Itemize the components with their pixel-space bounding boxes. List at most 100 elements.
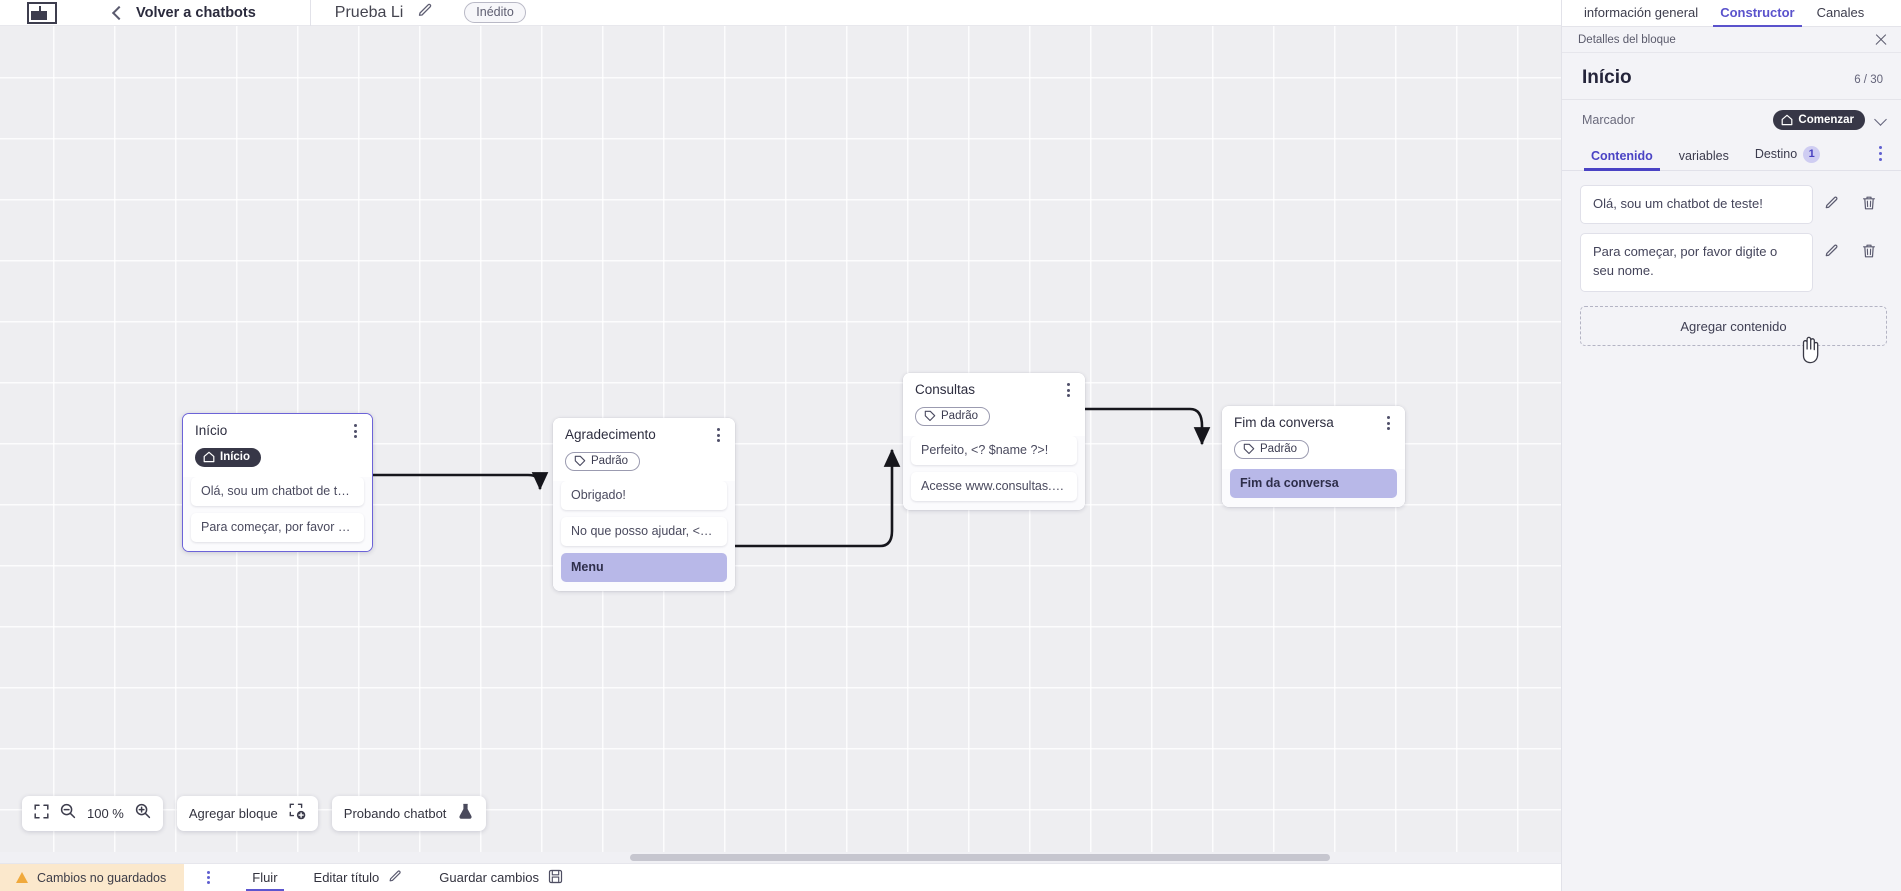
test-chatbot-label: Probando chatbot (343, 806, 447, 821)
add-content-label: Agregar contenido (1680, 318, 1787, 334)
tag-icon (1243, 444, 1255, 455)
flow-node-agradecimento[interactable]: Agradecimento Padrão Obrigado! No que po… (553, 418, 735, 592)
home-icon (203, 452, 215, 463)
fit-screen-icon[interactable] (34, 803, 49, 824)
node-tag-label: Padrão (591, 455, 629, 468)
chevron-left-icon[interactable] (110, 6, 124, 20)
close-icon[interactable] (1874, 33, 1888, 47)
node-menu-button[interactable] (1381, 415, 1395, 431)
delete-content-button[interactable] (1850, 192, 1887, 214)
node-message[interactable]: Acesse www.consultas.com par... (911, 472, 1077, 502)
marker-badge[interactable]: Comenzar (1773, 110, 1865, 130)
flow-node-inicio[interactable]: Início Início Olá, sou um chatbot de tes… (182, 413, 373, 553)
canvas-hscrollbar-thumb[interactable] (630, 854, 1330, 861)
panel-inner-tabs: Contenido variables Destino 1 (1562, 141, 1901, 171)
pencil-icon (1825, 196, 1837, 208)
node-message[interactable]: Para começar, por favor digite o ... (191, 513, 364, 543)
panel-title-row: Início 6 / 30 (1562, 53, 1901, 100)
tag-icon (574, 456, 586, 467)
node-body: Obrigado! No que posso ajudar, <? $name … (553, 481, 735, 592)
marker-label: Marcador (1582, 112, 1635, 127)
edit-content-button[interactable] (1813, 240, 1850, 262)
statusbar-menu-button[interactable] (184, 864, 234, 891)
add-block-button[interactable]: Agregar bloque (176, 796, 318, 831)
block-title: Início (1582, 67, 1632, 88)
home-icon (1781, 114, 1793, 125)
add-content-button[interactable]: Agregar contenido (1580, 306, 1887, 347)
node-body: Perfeito, <? $name ?>! Acesse www.consul… (903, 436, 1085, 511)
app-logo-icon[interactable] (26, 0, 58, 26)
save-changes-label: Guardar cambios (439, 870, 540, 885)
node-message[interactable]: No que posso ajudar, <? $name ... (561, 517, 727, 547)
node-header: Início Início (183, 414, 372, 478)
status-bar: Cambios no guardados Fluir Editar título… (0, 863, 1561, 891)
edit-content-button[interactable] (1813, 192, 1850, 214)
node-message[interactable]: Obrigado! (561, 481, 727, 511)
add-block-label: Agregar bloque (188, 806, 278, 821)
tab-fluir[interactable]: Fluir (234, 864, 295, 891)
content-text[interactable]: Para começar, por favor digite o seu nom… (1580, 233, 1813, 293)
save-disk-icon (548, 869, 563, 887)
panel-subheader-label: Detalles del bloque (1578, 33, 1676, 46)
block-details-panel: información general Constructor Canales … (1561, 0, 1901, 891)
mouse-cursor-pointer (1797, 335, 1823, 370)
block-count: 6 / 30 (1854, 74, 1883, 86)
canvas-toolbar: 100 % Agregar bloque Probando chatbot (22, 796, 487, 831)
flow-node-consultas[interactable]: Consultas Padrão Perfeito, <? $name ?>! … (903, 373, 1085, 511)
back-to-chatbots-link[interactable]: Volver a chatbots (136, 4, 256, 21)
content-item: Olá, sou um chatbot de teste! (1580, 184, 1887, 225)
tab-canales[interactable]: Canales (1816, 5, 1865, 20)
content-text[interactable]: Olá, sou um chatbot de teste! (1580, 184, 1813, 225)
marker-row: Marcador Comenzar (1562, 100, 1901, 141)
tab-contenido[interactable]: Contenido (1578, 149, 1666, 171)
unsaved-changes-badge: Cambios no guardados (0, 864, 185, 891)
tab-destino[interactable]: Destino 1 (1742, 145, 1833, 170)
edit-title-label: Editar título (313, 870, 380, 885)
node-message-accent[interactable]: Fim da conversa (1230, 469, 1397, 499)
node-title: Fim da conversa (1234, 415, 1334, 430)
tab-variables[interactable]: variables (1666, 149, 1742, 170)
content-item: Para começar, por favor digite o seu nom… (1580, 233, 1887, 293)
node-message[interactable]: Olá, sou um chatbot de teste! (191, 477, 364, 507)
canvas-hscrollbar-track[interactable] (0, 852, 1561, 863)
tab-informacion-general[interactable]: información general (1584, 5, 1699, 20)
flow-node-fim-da-conversa[interactable]: Fim da conversa Padrão Fim da conversa (1222, 406, 1405, 508)
trash-icon (1862, 244, 1875, 258)
zoom-controls: 100 % (22, 796, 163, 831)
test-chatbot-button[interactable]: Probando chatbot (331, 796, 487, 831)
node-title: Consultas (915, 382, 976, 397)
top-header: Volver a chatbots Prueba Li Inédito (0, 0, 1561, 26)
pencil-icon[interactable] (417, 2, 434, 24)
node-title: Início (195, 423, 228, 438)
zoom-out-icon[interactable] (60, 803, 76, 824)
node-header: Fim da conversa Padrão (1222, 406, 1405, 470)
edit-title-button[interactable]: Editar título (296, 864, 422, 891)
marker-badge-label: Comenzar (1798, 113, 1854, 126)
flow-canvas[interactable]: Início Início Olá, sou um chatbot de tes… (0, 26, 1561, 863)
node-menu-button[interactable] (348, 423, 362, 439)
tab-variables-label: variables (1678, 148, 1729, 163)
panel-top-tabs: información general Constructor Canales (1562, 0, 1901, 27)
save-changes-button[interactable]: Guardar cambios (421, 864, 581, 891)
delete-content-button[interactable] (1850, 240, 1887, 262)
node-menu-button[interactable] (711, 427, 725, 443)
node-tag-default: Padrão (915, 406, 991, 427)
chevron-down-icon[interactable] (1874, 113, 1887, 126)
tab-constructor[interactable]: Constructor (1709, 5, 1805, 27)
tab-destino-count: 1 (1803, 145, 1821, 163)
node-menu-button[interactable] (1061, 382, 1075, 398)
node-tag-label: Início (220, 451, 251, 464)
zoom-in-icon[interactable] (135, 803, 151, 824)
more-vertical-icon[interactable] (1873, 145, 1887, 162)
node-header: Consultas Padrão (903, 373, 1085, 437)
node-message[interactable]: Perfeito, <? $name ?>! (911, 436, 1077, 466)
node-header: Agradecimento Padrão (553, 418, 735, 482)
content-list: Olá, sou um chatbot de teste! Para começ… (1562, 171, 1901, 347)
node-tag-label: Padrão (941, 410, 979, 423)
tag-icon (924, 411, 936, 422)
tab-fluir-label: Fluir (252, 870, 278, 885)
more-vertical-icon (202, 870, 216, 885)
pencil-icon (1825, 244, 1837, 257)
node-message-accent[interactable]: Menu (561, 553, 727, 583)
node-tag-label: Padrão (1260, 443, 1298, 456)
